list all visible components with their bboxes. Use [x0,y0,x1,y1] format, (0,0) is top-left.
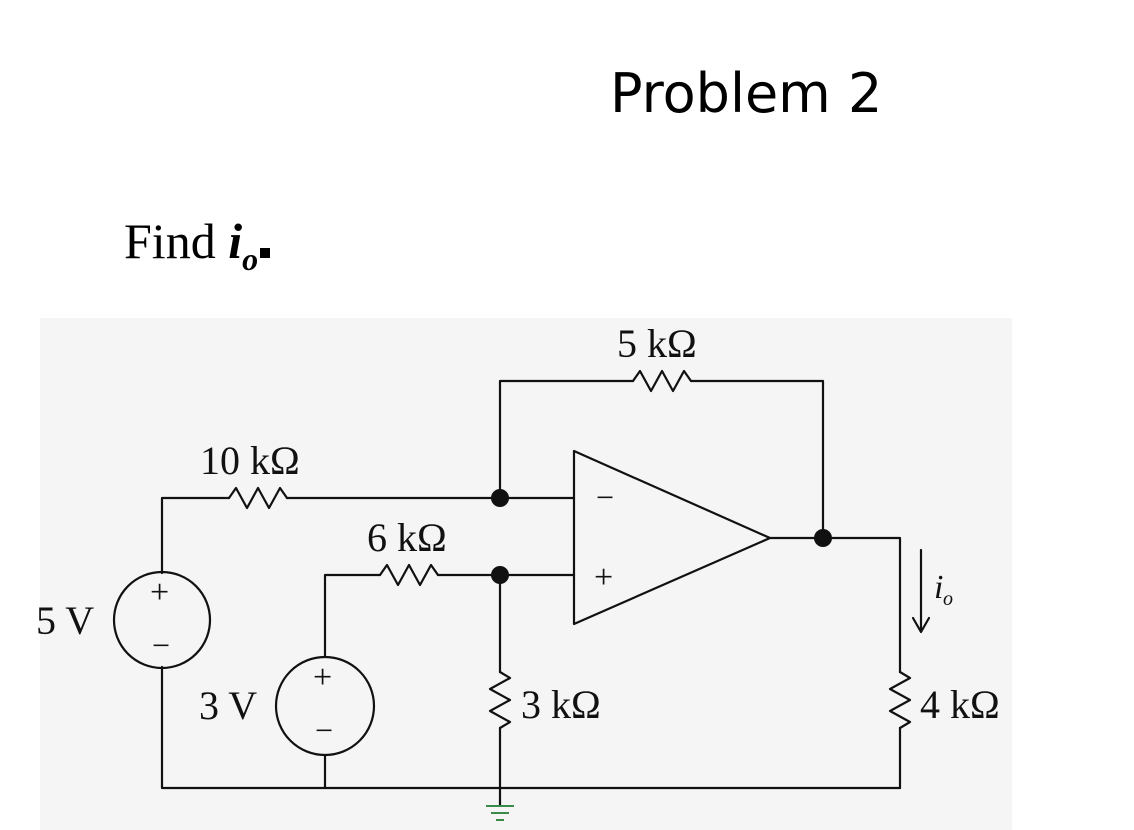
label-v2: 3 V [199,683,257,728]
resistor-load [888,670,912,730]
prompt-variable: i [228,213,243,269]
resistor-ground [488,670,512,730]
label-current-sub: o [943,588,953,610]
opamp-minus-sign: − [596,479,614,515]
label-current-var: i [934,569,943,606]
v2-minus-sign: − [315,712,333,748]
opamp-plus-sign: + [594,559,613,596]
wire-v1-top [160,496,231,575]
voltage-source-v1 [112,570,212,670]
wire-feedback [498,379,635,500]
label-v1: 5 V [36,598,94,643]
prompt-prefix: Find [124,213,216,269]
current-arrow [911,548,931,634]
node-inverting [491,489,509,507]
v1-minus-sign: − [152,627,170,663]
label-r-input-noninv: 6 kΩ [367,515,447,560]
v2-plus-sign: + [313,659,332,696]
label-r-feedback: 5 kΩ [617,321,697,366]
ground-icon [486,805,514,821]
v1-plus-sign: + [150,574,169,611]
label-r-input-inv: 10 kΩ [200,438,300,483]
wire-v1-bottom [160,665,902,790]
resistor-input-noninv [378,563,440,587]
resistor-feedback [631,369,693,393]
prompt-subscript: o [242,241,259,277]
voltage-source-v2 [274,655,376,757]
opamp-symbol [572,449,772,626]
resistor-input-inv [227,486,289,510]
wire-feedback-out [689,379,825,540]
problem-prompt: Find io [124,212,271,277]
wire-output [768,536,902,674]
wire-v2-top [323,573,382,659]
label-r-ground: 3 kΩ [521,682,601,727]
node-output [814,529,832,547]
label-r-load: 4 kΩ [920,682,1000,727]
prompt-period [260,248,271,258]
page-title: Problem 2 [610,62,883,125]
node-noninverting [491,566,509,584]
